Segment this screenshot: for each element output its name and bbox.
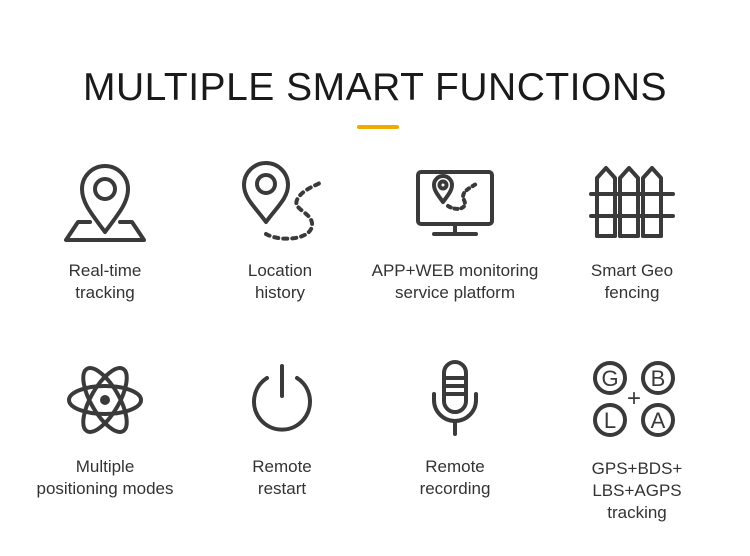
feature-label-line: Location [247, 261, 313, 280]
feature-geo-fencing: Smart Geo fencing [532, 160, 732, 310]
gbla-positioning-icon: G B L A + [593, 361, 675, 437]
feature-gps-bds-lbs-agps: G B L A + GPS+BDS+ LBS+AGPS tracking [537, 360, 737, 530]
gbla-letter-g: G [601, 366, 618, 391]
microphone-icon [432, 360, 478, 436]
feature-label-line: Real-time [68, 261, 142, 280]
feature-label-line: tracking [75, 283, 135, 302]
feature-label-line: fencing [604, 283, 660, 302]
page-title: MULTIPLE SMART FUNCTIONS [82, 66, 668, 109]
feature-app-web-platform: APP+WEB monitoring service platform [355, 160, 555, 310]
feature-label-line: Smart Geo [590, 261, 674, 280]
feature-remote-recording: Remote recording [355, 360, 555, 510]
feature-label-line: Remote [425, 457, 485, 476]
map-pin-icon [64, 164, 146, 242]
feature-label-line: GPS+BDS+ [591, 459, 683, 478]
feature-label-line: recording [419, 479, 491, 498]
title-accent-bar [357, 125, 399, 129]
gbla-letter-b: B [651, 366, 666, 391]
gbla-letter-a: A [651, 408, 666, 433]
feature-label-line: positioning modes [36, 479, 174, 498]
feature-label-line: tracking [607, 503, 667, 522]
power-icon [252, 364, 312, 432]
feature-label-line: history [254, 283, 306, 302]
gbla-letter-l: L [604, 408, 616, 433]
feature-label-line: restart [257, 479, 307, 498]
atom-icon [67, 366, 143, 434]
feature-remote-restart: Remote restart [182, 360, 382, 510]
feature-multiple-positioning: Multiple positioning modes [5, 360, 205, 510]
feature-location-history: Location history [180, 160, 380, 310]
feature-label-line: APP+WEB monitoring [371, 261, 539, 280]
feature-label-line: LBS+AGPS [592, 481, 682, 500]
gbla-plus: + [627, 385, 641, 412]
monitor-map-icon [416, 170, 494, 236]
route-history-icon [242, 161, 324, 241]
fence-icon [589, 166, 675, 238]
feature-label-line: service platform [395, 283, 515, 302]
feature-label-line: Remote [252, 457, 312, 476]
feature-realtime-tracking: Real-time tracking [5, 160, 205, 310]
feature-label-line: Multiple [75, 457, 135, 476]
